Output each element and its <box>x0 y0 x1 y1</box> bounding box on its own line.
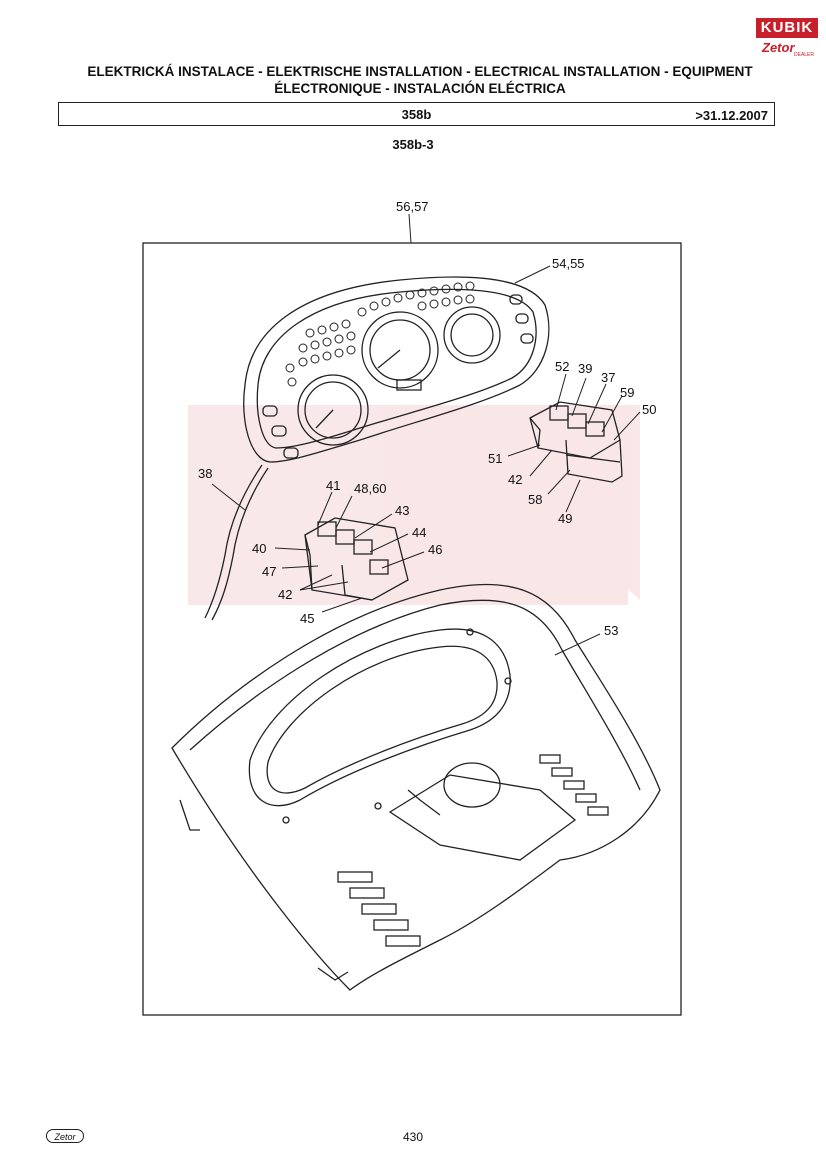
label-44: 44 <box>412 525 426 540</box>
page-title: ELEKTRICKÁ INSTALACE - ELEKTRISCHE INSTA… <box>40 63 800 97</box>
label-52: 52 <box>555 359 569 374</box>
section-code: 358b <box>401 107 432 122</box>
label-38: 38 <box>198 466 212 481</box>
label-54-55: 54,55 <box>552 256 585 271</box>
dealer-watermark <box>188 405 640 605</box>
label-50: 50 <box>642 402 656 417</box>
label-42-left: 42 <box>278 587 292 602</box>
label-41: 41 <box>326 478 340 493</box>
logo-dealer-text: DEALER <box>794 52 815 58</box>
label-53: 53 <box>604 623 618 638</box>
label-42-right: 42 <box>508 472 522 487</box>
logo-sub-text: Zetor <box>762 40 795 55</box>
logo-brand-text: KUBIK <box>756 18 818 38</box>
label-56-57: 56,57 <box>396 199 429 214</box>
label-43: 43 <box>395 503 409 518</box>
right-switch-group <box>529 401 623 483</box>
label-46: 46 <box>428 542 442 557</box>
footer-zetor-logo: Zetor <box>46 1129 84 1143</box>
label-37: 37 <box>601 370 615 385</box>
label-45: 45 <box>300 611 314 626</box>
label-59: 59 <box>620 385 634 400</box>
section-code-box: 358b >31.12.2007 <box>58 102 775 126</box>
title-line-2: ÉLECTRONIQUE - INSTALACIÓN ELÉCTRICA <box>274 81 566 96</box>
label-58: 58 <box>528 492 542 507</box>
page-number: 430 <box>402 1130 424 1144</box>
label-40: 40 <box>252 541 266 556</box>
label-47: 47 <box>262 564 276 579</box>
validity-date: >31.12.2007 <box>695 108 768 123</box>
kubik-zetor-logo: KUBIK Zetor DEALER <box>756 14 818 60</box>
title-line-1: ELEKTRICKÁ INSTALACE - ELEKTRISCHE INSTA… <box>87 64 753 79</box>
label-48-60: 48,60 <box>354 481 387 496</box>
left-switch-group <box>304 517 409 601</box>
instrument-cluster <box>204 276 550 621</box>
label-51: 51 <box>488 451 502 466</box>
dashboard-cover <box>171 583 661 991</box>
label-39: 39 <box>578 361 592 376</box>
leader-lines <box>211 213 641 656</box>
label-49: 49 <box>558 511 572 526</box>
figure-code: 358b-3 <box>392 137 434 152</box>
diagram-frame <box>142 242 682 1016</box>
